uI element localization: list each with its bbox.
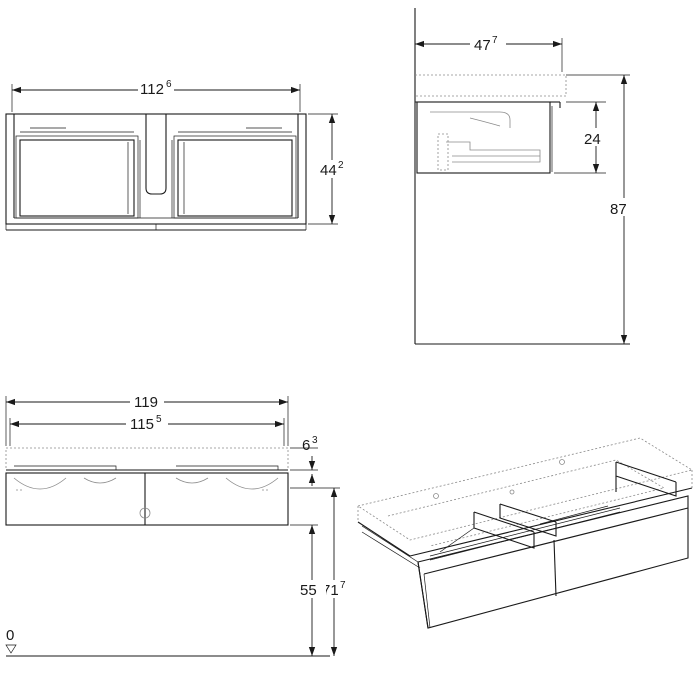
side-depth-dimension: 47 7 (415, 32, 563, 72)
side-drawer-height-dimension: 24 (554, 101, 606, 174)
front-width-sup: 6 (166, 79, 172, 90)
isometric-cabinet (361, 495, 689, 629)
elevation-cabinet (5, 472, 289, 526)
inner-width-sup: 5 (156, 414, 162, 425)
elevation-inner-width-dimension: 115 5 (9, 414, 285, 446)
top-thickness-value: 6 (302, 437, 310, 454)
side-wall-height-dimension: 87 (566, 74, 638, 344)
front-width-dimension: 112 6 (11, 78, 301, 112)
inner-width-value: 115 (130, 416, 154, 433)
front-height-dimension: 44 2 (308, 113, 348, 225)
elevation-overall-width-dimension: 119 (5, 392, 289, 446)
elevation-worktop (5, 447, 289, 471)
cabinet-bottom-height-value: 55 (300, 582, 317, 599)
front-view: 112 6 44 2 (5, 78, 348, 231)
cabinet-top-height-value: 71 (322, 582, 339, 599)
isometric-worktop (357, 437, 694, 557)
overall-width-value: 119 (134, 394, 158, 411)
cabinet-top-height-sup: 7 (340, 580, 346, 591)
side-wall-height-value: 87 (610, 201, 627, 218)
front-width-value: 112 (140, 81, 164, 98)
elevation-cabinet-top-height-dimension: 71 7 (290, 487, 352, 656)
elevation-view: 0 119 115 5 6 3 71 (5, 392, 352, 657)
side-depth-value: 47 (474, 37, 491, 54)
isometric-view (357, 437, 694, 629)
front-height-sup: 2 (338, 160, 344, 171)
floor-level-label: 0 (6, 627, 14, 644)
front-height-value: 44 (320, 162, 337, 179)
isometric-dividers (429, 461, 677, 561)
elevation-cabinet-bottom-height-dimension: 55 (290, 524, 326, 656)
elevation-floor (5, 644, 330, 657)
side-view: 47 7 24 87 (414, 8, 638, 345)
elevation-top-thickness-dimension: 6 3 (290, 435, 318, 486)
front-view-cabinet (5, 113, 307, 231)
top-thickness-sup: 3 (312, 435, 318, 446)
side-drawer-height-value: 24 (584, 131, 601, 148)
side-depth-sup: 7 (492, 35, 498, 46)
side-view-cabinet (415, 74, 567, 174)
side-view-wall (414, 8, 630, 345)
